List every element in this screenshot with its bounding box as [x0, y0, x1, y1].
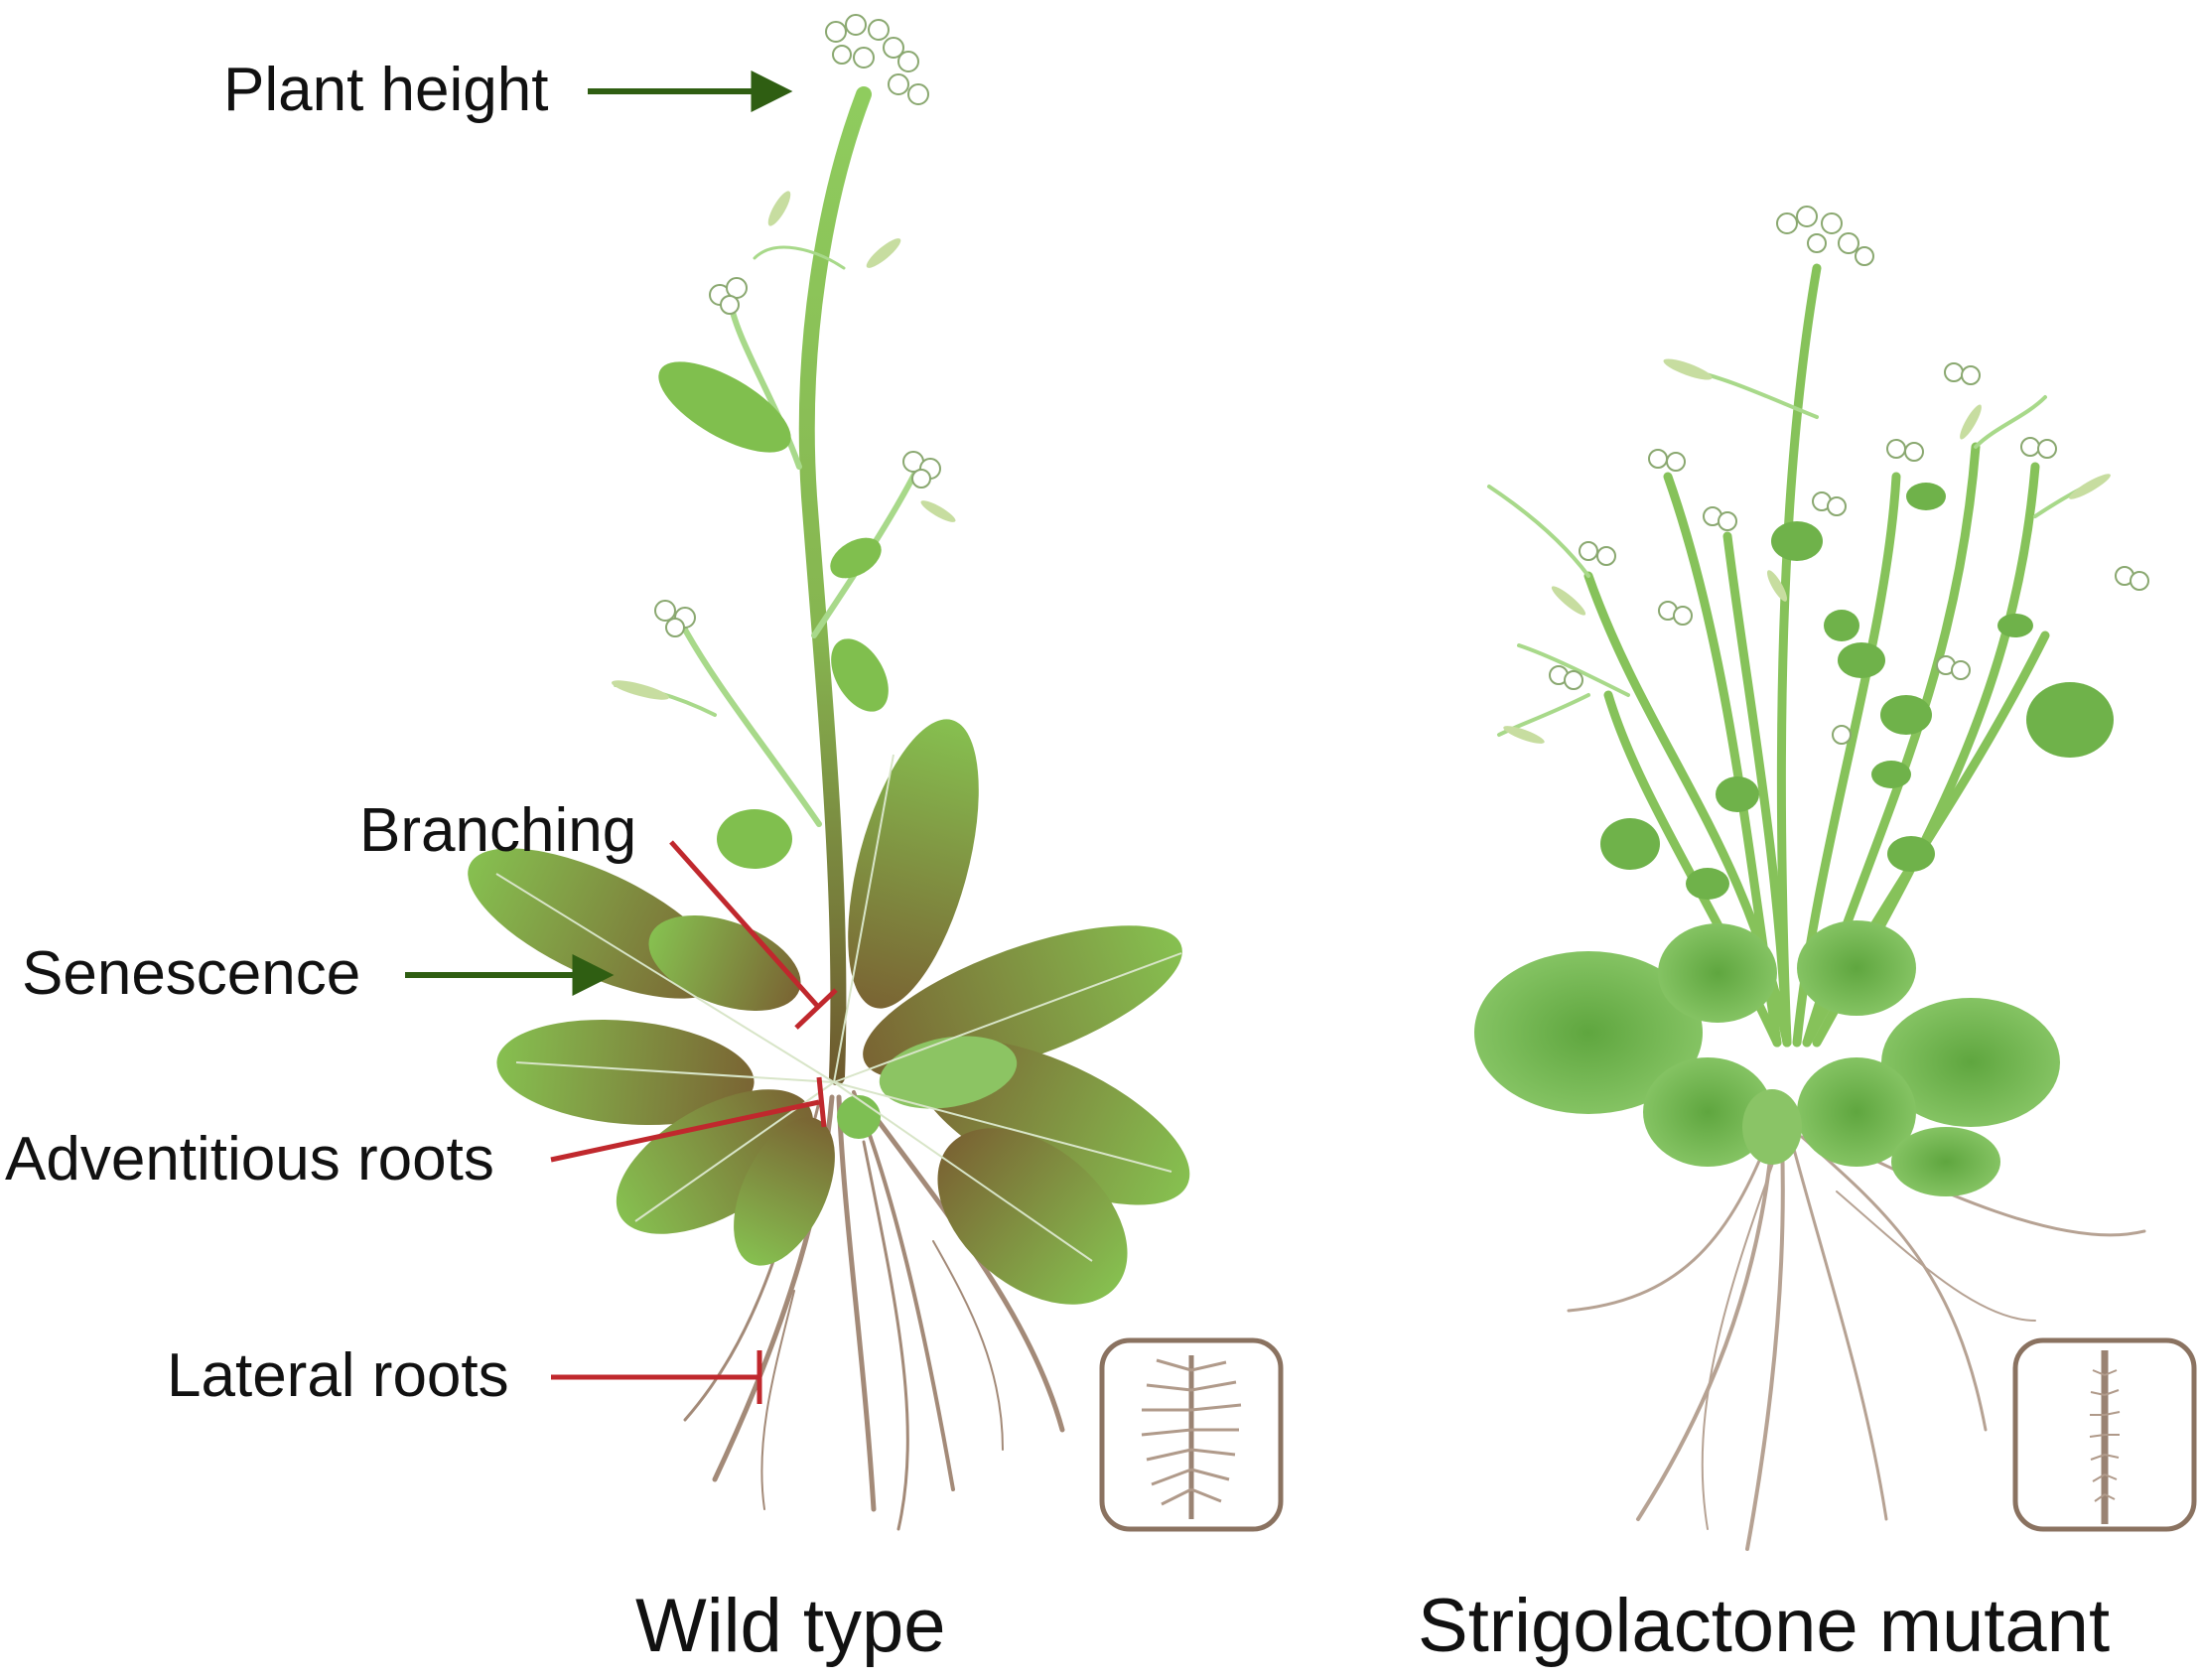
wild-type-root-inset — [1099, 1337, 1284, 1532]
wild-type-side-branches — [614, 245, 921, 827]
senescence-label: Senescence — [22, 939, 361, 1008]
adventitious-roots-inhibition — [550, 1076, 827, 1163]
wild-type-cauline-leaves — [658, 361, 889, 869]
mutant-stems — [1583, 263, 2050, 1048]
branching-label: Branching — [359, 796, 637, 865]
wild-type-flowers — [654, 14, 941, 637]
mutant-plant — [1474, 206, 2197, 1551]
mutant-caption: Strigolactone mutant — [1418, 1584, 2111, 1668]
mutant-cauline-leaves — [1600, 483, 2114, 900]
wild-type-rosette — [468, 719, 1190, 1305]
mutant-root-inset — [2012, 1337, 2197, 1532]
mutant-rosette — [1474, 920, 2060, 1196]
annotation-lines — [405, 70, 838, 1404]
wild-type-caption: Wild type — [635, 1584, 946, 1668]
plant-height-label: Plant height — [223, 56, 549, 124]
wild-type-plant — [468, 14, 1284, 1532]
mutant-flowers — [1549, 206, 2149, 745]
lateral-roots-label: Lateral roots — [167, 1341, 509, 1410]
mutant-seed-pods — [1503, 358, 2111, 744]
wild-type-seed-pods — [611, 191, 956, 700]
adventitious-roots-label: Adventitious roots — [5, 1125, 494, 1193]
branching-inhibition — [669, 840, 838, 1030]
lateral-roots-inhibition — [551, 1350, 762, 1404]
wild-type-main-stem — [798, 86, 872, 1085]
